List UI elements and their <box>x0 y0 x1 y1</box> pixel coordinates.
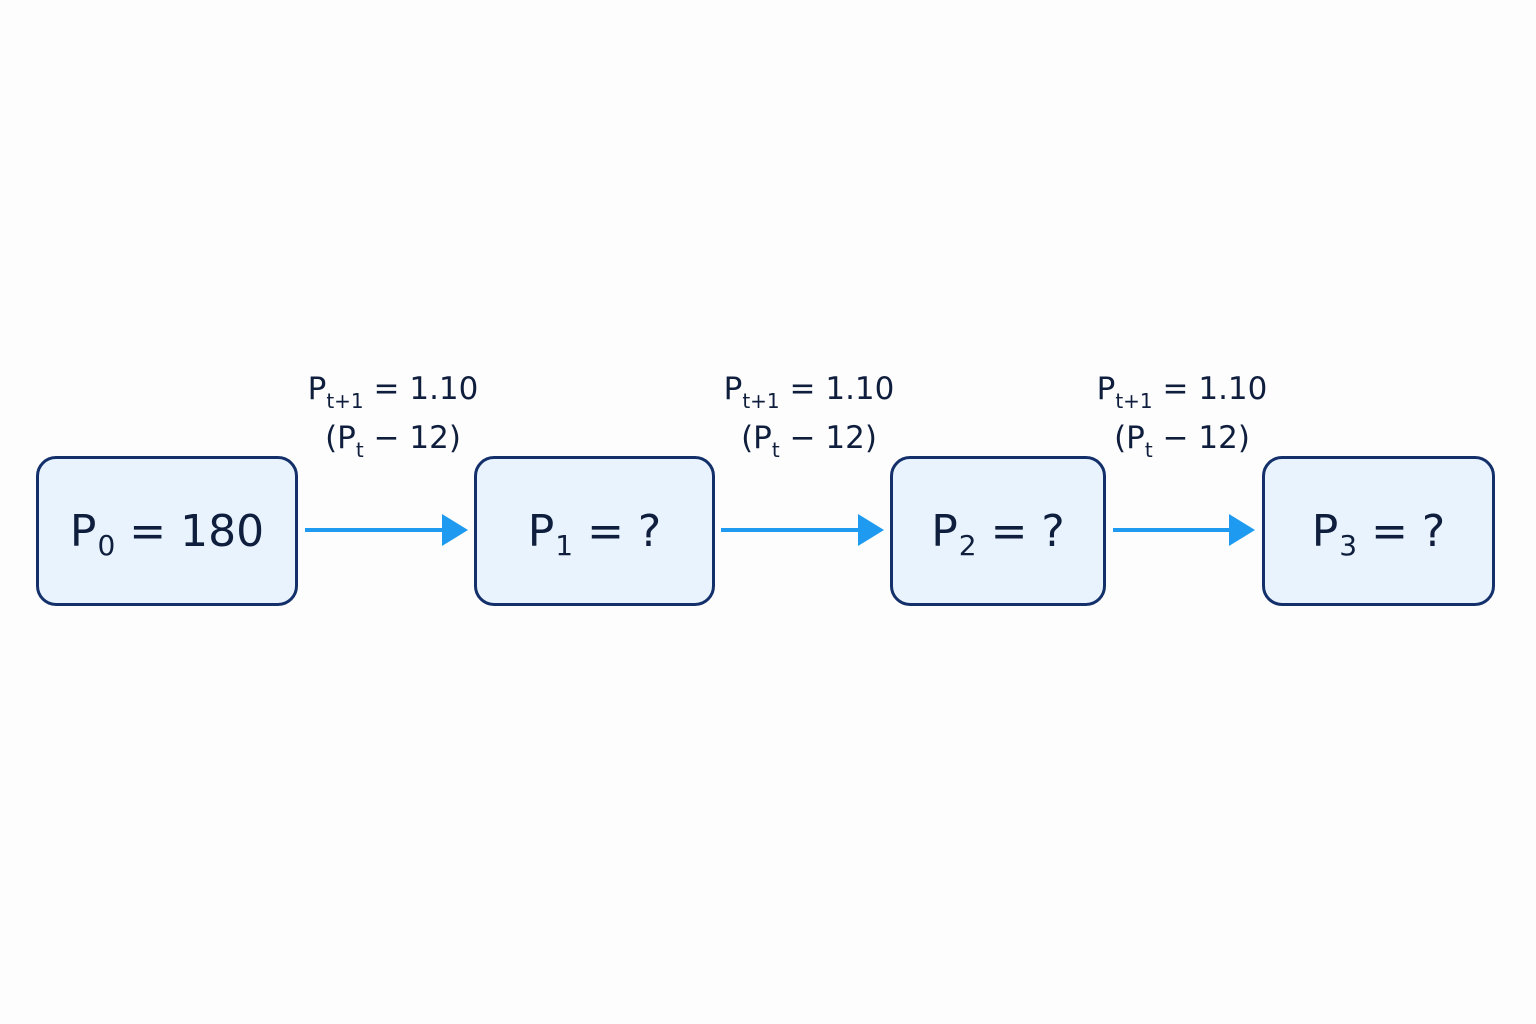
formula-inner-subscript: t <box>1144 438 1153 462</box>
formula-line-1: Pt+1 = 1.10 <box>1072 366 1292 415</box>
formula-inner-subscript: t <box>771 438 780 462</box>
formula-line-2: (Pt − 12) <box>283 415 503 464</box>
node-value: = ? <box>1371 505 1446 557</box>
transition-formula: Pt+1 = 1.10 (Pt − 12) <box>699 366 919 464</box>
formula-open: (P <box>1114 420 1145 456</box>
formula-rhs: = 1.10 <box>1162 371 1268 407</box>
node-subscript: 0 <box>97 528 116 562</box>
arrow-head <box>442 514 468 546</box>
node-variable: P <box>69 505 97 557</box>
formula-lhs-var: P <box>307 371 327 407</box>
formula-inner-subscript: t <box>355 438 364 462</box>
formula-rhs: = 1.10 <box>373 371 479 407</box>
formula-lhs-var: P <box>1096 371 1116 407</box>
arrow-right-icon <box>721 514 884 546</box>
arrow-head <box>858 514 884 546</box>
formula-line-1: Pt+1 = 1.10 <box>283 366 503 415</box>
node-variable: P <box>931 505 958 557</box>
formula-open: (P <box>741 420 772 456</box>
node-variable: P <box>1311 505 1339 557</box>
node-value: = 180 <box>129 505 265 557</box>
formula-lhs-var: P <box>723 371 743 407</box>
arrow-right-icon <box>1113 514 1255 546</box>
formula-close: − 12) <box>373 420 461 456</box>
formula-line-1: Pt+1 = 1.10 <box>699 366 919 415</box>
formula-line-2: (Pt − 12) <box>1072 415 1292 464</box>
arrow-right-icon <box>305 514 468 546</box>
formula-rhs: = 1.10 <box>789 371 895 407</box>
node-subscript: 3 <box>1339 528 1358 562</box>
node-value: = ? <box>587 505 662 557</box>
node-subscript: 1 <box>555 528 574 562</box>
transition-formula: Pt+1 = 1.10 (Pt − 12) <box>283 366 503 464</box>
formula-lhs-subscript: t+1 <box>1115 389 1153 413</box>
formula-lhs-subscript: t+1 <box>326 389 364 413</box>
node-variable: P <box>527 505 555 557</box>
formula-open: (P <box>325 420 356 456</box>
formula-close: − 12) <box>1162 420 1250 456</box>
arrow-head <box>1229 514 1255 546</box>
node-value: = ? <box>990 505 1065 557</box>
formula-line-2: (Pt − 12) <box>699 415 919 464</box>
node-subscript: 2 <box>958 528 977 562</box>
formula-lhs-subscript: t+1 <box>742 389 780 413</box>
formula-close: − 12) <box>789 420 877 456</box>
transition-formula: Pt+1 = 1.10 (Pt − 12) <box>1072 366 1292 464</box>
